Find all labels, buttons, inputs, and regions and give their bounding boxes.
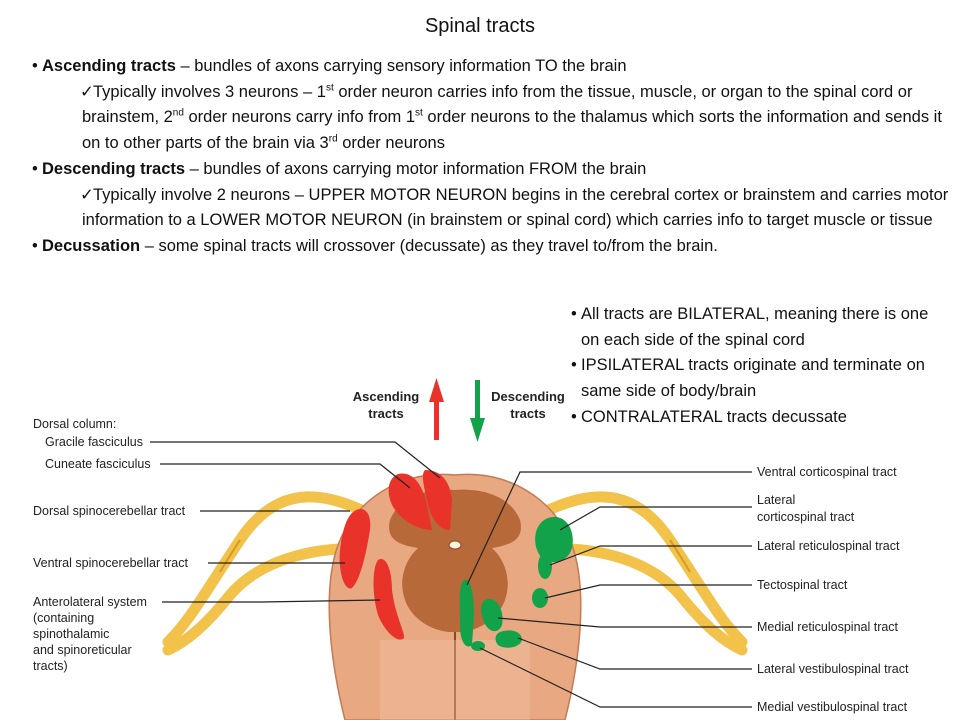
label-lateral-corticospinal-2: corticospinal tract (757, 510, 855, 524)
ascending-arrow-icon (429, 378, 444, 440)
ascending-definition: – bundles of axons carrying sensory info… (175, 57, 627, 75)
sub-bullet-descending: ✓ Typically involve 2 neurons – UPPER MO… (32, 183, 952, 234)
bullet-ascending: Ascending tracts – bundles of axons carr… (32, 54, 952, 80)
gracile-fasciculus (422, 470, 452, 530)
central-canal (448, 540, 462, 550)
medial-reticulospinal-tract (481, 599, 503, 632)
label-gracile: Gracile fasciculus (45, 435, 143, 449)
note-bilateral: All tracts are BILATERAL, meaning there … (571, 302, 951, 353)
label-anterolateral-5: tracts) (33, 659, 68, 673)
sub-bullet-ascending: ✓ Typically involves 3 neurons – 1st ord… (32, 80, 952, 157)
bullet-descending: Descending tracts – bundles of axons car… (32, 157, 952, 183)
label-medial-vestibulospinal: Medial vestibulospinal tract (757, 700, 908, 714)
descending-header-line1: Descending (491, 389, 565, 404)
descending-term: Descending tracts (42, 159, 186, 178)
cuneate-fasciculus (388, 473, 432, 530)
ascending-tracts (339, 470, 452, 640)
side-notes: All tracts are BILATERAL, meaning there … (571, 302, 951, 431)
label-ventral-corticospinal: Ventral corticospinal tract (757, 465, 897, 479)
label-anterolateral-4: and spinoreticular (33, 643, 132, 657)
descending-definition: – bundles of axons carrying motor inform… (185, 159, 647, 178)
ascending-header-line1: Ascending (353, 389, 420, 404)
label-tectospinal: Tectospinal tract (757, 578, 848, 592)
label-anterolateral-3: spinothalamic (33, 627, 109, 641)
label-cuneate: Cuneate fasciculus (45, 457, 151, 471)
label-lateral-corticospinal-1: Lateral (757, 493, 795, 507)
leader-lines (150, 441, 752, 708)
label-medial-reticulospinal: Medial reticulospinal tract (757, 620, 899, 634)
checkmark-icon: ✓ (80, 185, 94, 204)
label-dorsal-spinocerebellar: Dorsal spinocerebellar tract (33, 504, 186, 518)
note-contralateral: CONTRALATERAL tracts decussate (571, 405, 951, 431)
label-dorsal-column: Dorsal column: (33, 417, 116, 431)
spinal-cord-diagram: Ascending tracts Descending tracts Dorsa… (33, 378, 909, 720)
ventral-corticospinal-tract (459, 579, 474, 647)
label-lateral-vestibulospinal: Lateral vestibulospinal tract (757, 662, 909, 676)
decussation-definition: – some spinal tracts will crossover (dec… (140, 236, 718, 255)
ascending-term: Ascending tracts (42, 57, 176, 75)
ascending-header-line2: tracts (368, 406, 403, 421)
bullet-list: Ascending tracts – bundles of axons carr… (32, 54, 952, 260)
bullet-decussation: Decussation – some spinal tracts will cr… (32, 234, 952, 260)
label-anterolateral-1: Anterolateral system (33, 595, 147, 609)
ventral-spinocerebellar-tract (373, 559, 405, 640)
descending-arrow-icon (470, 380, 485, 442)
label-lateral-reticulospinal: Lateral reticulospinal tract (757, 539, 900, 553)
tectospinal-tract (532, 588, 548, 608)
label-ventral-spinocerebellar: Ventral spinocerebellar tract (33, 556, 188, 570)
ascending-detail: Typically involves 3 neurons – 1st order… (82, 82, 942, 153)
label-anterolateral-2: (containing (33, 611, 94, 625)
lateral-vestibulospinal-tract (495, 630, 522, 648)
note-ipsilateral: IPSILATERAL tracts originate and termina… (571, 353, 951, 404)
decussation-term: Decussation (42, 236, 141, 255)
descending-header-line2: tracts (510, 406, 545, 421)
lateral-reticulospinal-tract (538, 553, 552, 579)
lateral-corticospinal-tract (535, 516, 573, 563)
descending-detail: Typically involve 2 neurons – UPPER MOTO… (82, 185, 949, 230)
checkmark-icon: ✓ (80, 82, 94, 101)
slide-title: Spinal tracts (424, 15, 536, 37)
dorsal-spinocerebellar-tract (339, 509, 371, 589)
